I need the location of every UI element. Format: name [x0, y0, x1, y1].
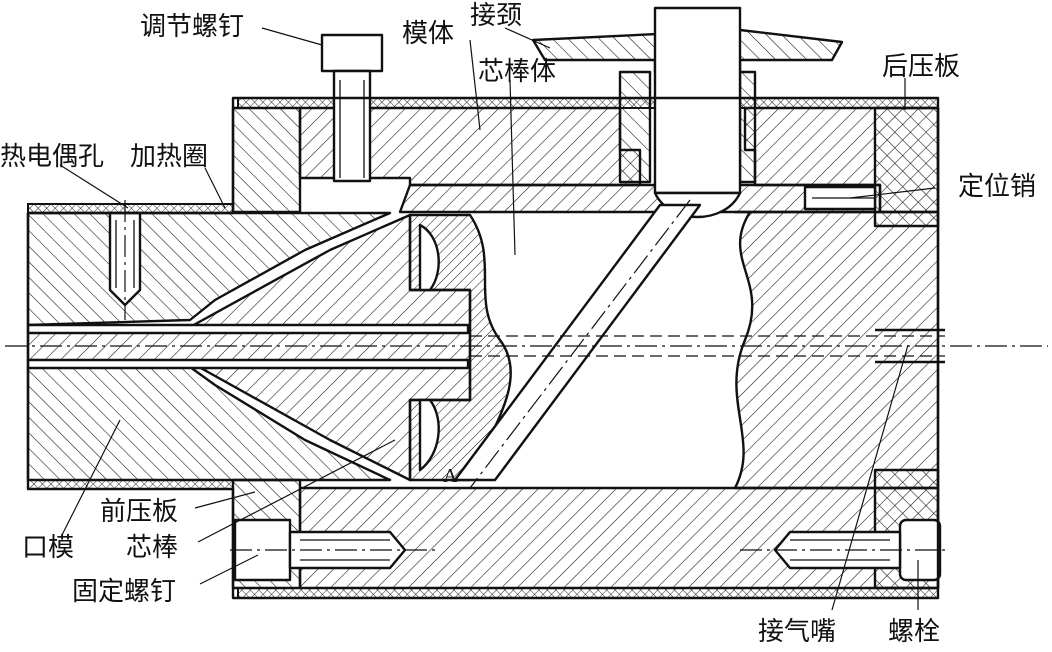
label-heating-ring: 加热圈: [130, 142, 208, 172]
labels: 调节螺钉 模体 接颈 芯棒体 后压板 热电偶孔 加热圈 定位销 前压板 口模 芯…: [0, 1, 1036, 647]
label-thermocouple-hole: 热电偶孔: [0, 142, 104, 172]
fixing-screw: [230, 518, 440, 582]
label-mandrel-body: 芯棒体: [478, 57, 556, 87]
neck: [531, 6, 844, 219]
label-locating-pin: 定位销: [958, 172, 1036, 202]
bolt: [740, 518, 945, 582]
outer-outline: [26, 96, 940, 600]
mandrel-body: [408, 213, 512, 482]
leader-lines: [59, 27, 936, 611]
heating-ring-front-bottom: [27, 479, 234, 490]
air-channel: [453, 199, 702, 489]
label-die-mouth: 口模: [22, 533, 74, 563]
label-back-plate: 后压板: [882, 52, 960, 82]
adjust-screw: [320, 33, 384, 183]
label-section-mark: A: [443, 465, 458, 487]
label-bolt: 螺栓: [888, 617, 940, 647]
heating-ring-main-bottom: [237, 587, 939, 599]
label-front-plate: 前压板: [100, 497, 178, 527]
label-die-body: 模体: [402, 19, 454, 49]
heating-ring-front-top: [27, 203, 234, 214]
label-neck: 接颈: [470, 1, 522, 31]
label-mandrel: 芯棒: [126, 533, 178, 563]
locating-pin: [803, 185, 877, 211]
label-adjust-screw: 调节螺钉: [140, 12, 244, 42]
label-air-nozzle: 接气嘴: [758, 617, 836, 647]
label-fixing-screw: 固定螺钉: [72, 577, 176, 607]
